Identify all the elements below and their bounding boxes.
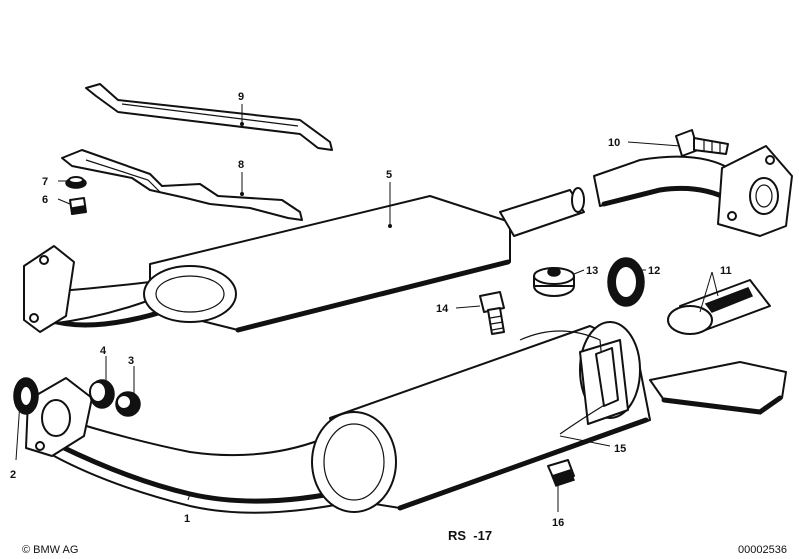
callout-5: 5 <box>386 169 392 181</box>
callout-15: 15 <box>614 443 626 455</box>
callout-10: 10 <box>608 137 620 149</box>
sealing-ring <box>13 377 39 415</box>
callout-labels: 1 2 3 4 5 6 7 8 9 10 11 12 13 14 15 16 <box>10 91 732 529</box>
image-number: 00002536 <box>738 544 787 556</box>
grommet <box>65 176 87 189</box>
front-pipe-flange <box>593 145 793 237</box>
heat-shield-lower <box>61 149 303 221</box>
callout-13: 13 <box>586 265 598 277</box>
callout-7: 7 <box>42 176 48 188</box>
bolt-flange <box>675 129 729 157</box>
clamp-nut <box>115 391 141 417</box>
rubber-mount <box>533 267 575 297</box>
copyright-label: © BMW AG <box>22 544 78 556</box>
front-silencer <box>23 187 585 333</box>
callout-16: 16 <box>552 517 564 529</box>
nut-clamp <box>547 459 575 487</box>
callout-12: 12 <box>648 265 660 277</box>
heat-shield-upper <box>85 83 333 151</box>
callout-14: 14 <box>436 303 449 315</box>
bolt-mount <box>479 291 505 335</box>
nut-small <box>69 197 87 215</box>
gasket-ring <box>607 257 645 307</box>
callout-4: 4 <box>100 345 107 357</box>
callout-1: 1 <box>184 513 190 525</box>
callout-3: 3 <box>128 355 134 367</box>
pipe-sleeve <box>667 279 771 335</box>
callout-9: 9 <box>238 91 244 103</box>
clamp-band <box>519 330 619 435</box>
rubber-damper <box>89 379 115 409</box>
callout-2: 2 <box>10 469 16 481</box>
leader-lines <box>15 104 719 512</box>
rear-silencer <box>25 321 787 514</box>
callout-6: 6 <box>42 194 48 206</box>
callout-8: 8 <box>238 159 244 171</box>
callout-11: 11 <box>720 265 732 277</box>
diagram-code: RS -17 <box>448 528 492 543</box>
